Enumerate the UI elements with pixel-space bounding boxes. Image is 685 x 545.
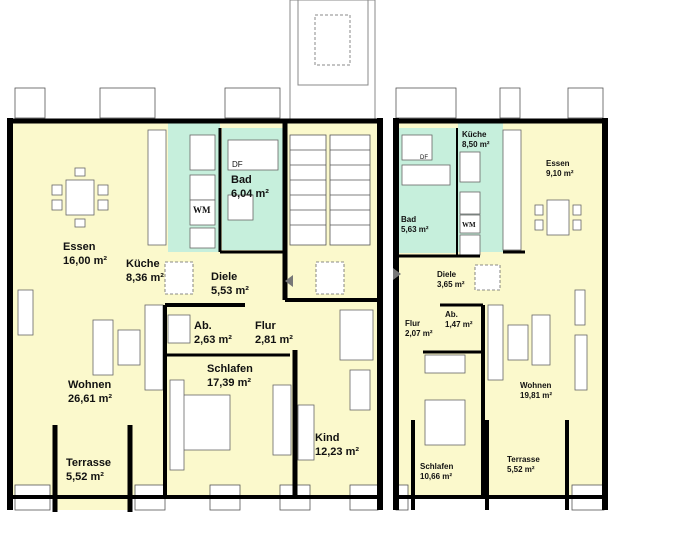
- room-area: 2,81 m²: [255, 333, 293, 346]
- room-name: Essen: [546, 159, 570, 168]
- room-name: Küche: [462, 130, 487, 139]
- room-area: 2,63 m²: [194, 333, 232, 346]
- room-name: Essen: [63, 241, 96, 253]
- room-name: Terrasse: [507, 455, 540, 464]
- walls-left: [7, 118, 383, 512]
- room-area: 16,00 m²: [63, 254, 108, 267]
- room-area: 5,52 m²: [66, 470, 104, 483]
- room-area: 26,61 m²: [68, 392, 113, 405]
- walls-right: [393, 118, 608, 510]
- room-name: Diele: [437, 270, 457, 279]
- furniture-left: [17, 129, 374, 471]
- skylight-label-right: DF: [420, 155, 428, 161]
- room-area: 3,65 m²: [437, 280, 465, 289]
- room-name: Ab.: [445, 310, 458, 319]
- room-area: 2,07 m²: [405, 329, 433, 338]
- room-name: Terrasse: [66, 457, 112, 469]
- washing-machine-label-right: WM: [462, 221, 476, 229]
- furniture-right: [401, 129, 588, 446]
- room-name: Schlafen: [207, 363, 253, 375]
- room-area: 17,39 m²: [207, 376, 252, 389]
- room-name: Bad: [401, 215, 417, 224]
- room-area: 6,04 m²: [231, 187, 269, 200]
- room-name: Ab.: [194, 320, 212, 332]
- room-area: 5,52 m²: [507, 465, 535, 474]
- room-area: 12,23 m²: [315, 445, 360, 458]
- room-name: Bad: [231, 174, 252, 186]
- entrance-arrow-left-icon: [285, 275, 293, 287]
- room-name: Wohnen: [68, 379, 112, 391]
- room-area: 10,66 m²: [420, 472, 453, 481]
- room-name: Flur: [255, 320, 276, 332]
- room-area: 5,63 m²: [401, 225, 429, 234]
- room-area: 19,81 m²: [520, 391, 553, 400]
- room-area: 5,53 m²: [211, 284, 249, 297]
- room-name: Küche: [126, 258, 160, 270]
- room-name: Diele: [211, 271, 238, 283]
- room-name: Kind: [315, 432, 340, 444]
- room-name: Schlafen: [420, 462, 454, 471]
- skylight-label: DF: [232, 160, 243, 169]
- room-name: Flur: [405, 319, 421, 328]
- windows-top-left: [14, 87, 379, 511]
- room-name: Wohnen: [520, 381, 552, 390]
- entrance-arrow-right-icon: [393, 268, 401, 280]
- stair-tower: [289, 0, 376, 126]
- washing-machine-label: WM: [193, 205, 211, 215]
- room-area: 1,47 m²: [445, 320, 473, 329]
- room-label-abstellraum: Ab.2,63 m²: [194, 320, 232, 348]
- room-area: 8,50 m²: [462, 140, 490, 149]
- room-area: 9,10 m²: [546, 169, 574, 178]
- room-area: 8,36 m²: [126, 271, 164, 284]
- room-label-abstellraum-right: Ab.1,47 m²: [445, 310, 473, 330]
- staircase: [289, 134, 371, 246]
